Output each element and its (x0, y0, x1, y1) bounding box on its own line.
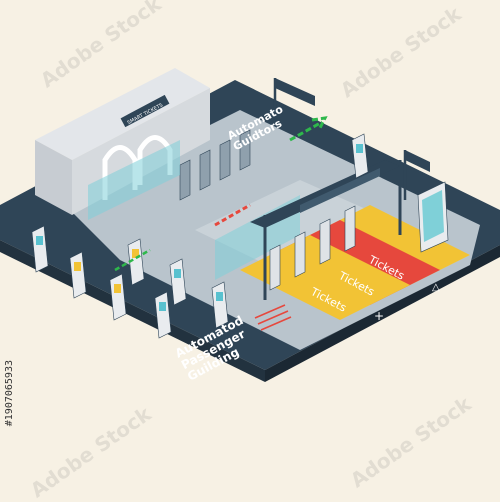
kiosk-right-1-screen (356, 144, 363, 153)
lane-yellow-bot (240, 235, 410, 320)
arrow-up-right-icon (289, 116, 328, 142)
right-sign (405, 150, 430, 172)
kiosk-screens (36, 236, 223, 311)
gantry-beam-2 (300, 168, 380, 213)
turnstile-row-lower (269, 205, 356, 291)
top-sign (275, 78, 315, 106)
red-floor-arrow (214, 203, 251, 227)
platform-edge (0, 240, 265, 382)
lane-bot-symbol: + (374, 309, 384, 323)
stock-id: #1907065933 (4, 360, 15, 427)
green-floor-arrow (114, 248, 151, 272)
info-screen-right-display (422, 190, 444, 242)
turnstile-row-upper (179, 129, 251, 201)
lane-top-symbol: △ (432, 282, 440, 293)
station-roof (35, 68, 210, 160)
station-front-wall (35, 140, 72, 215)
smart-ticket-sign (120, 94, 170, 128)
gate-arch-left (102, 145, 138, 200)
floor-stripes (254, 304, 292, 331)
